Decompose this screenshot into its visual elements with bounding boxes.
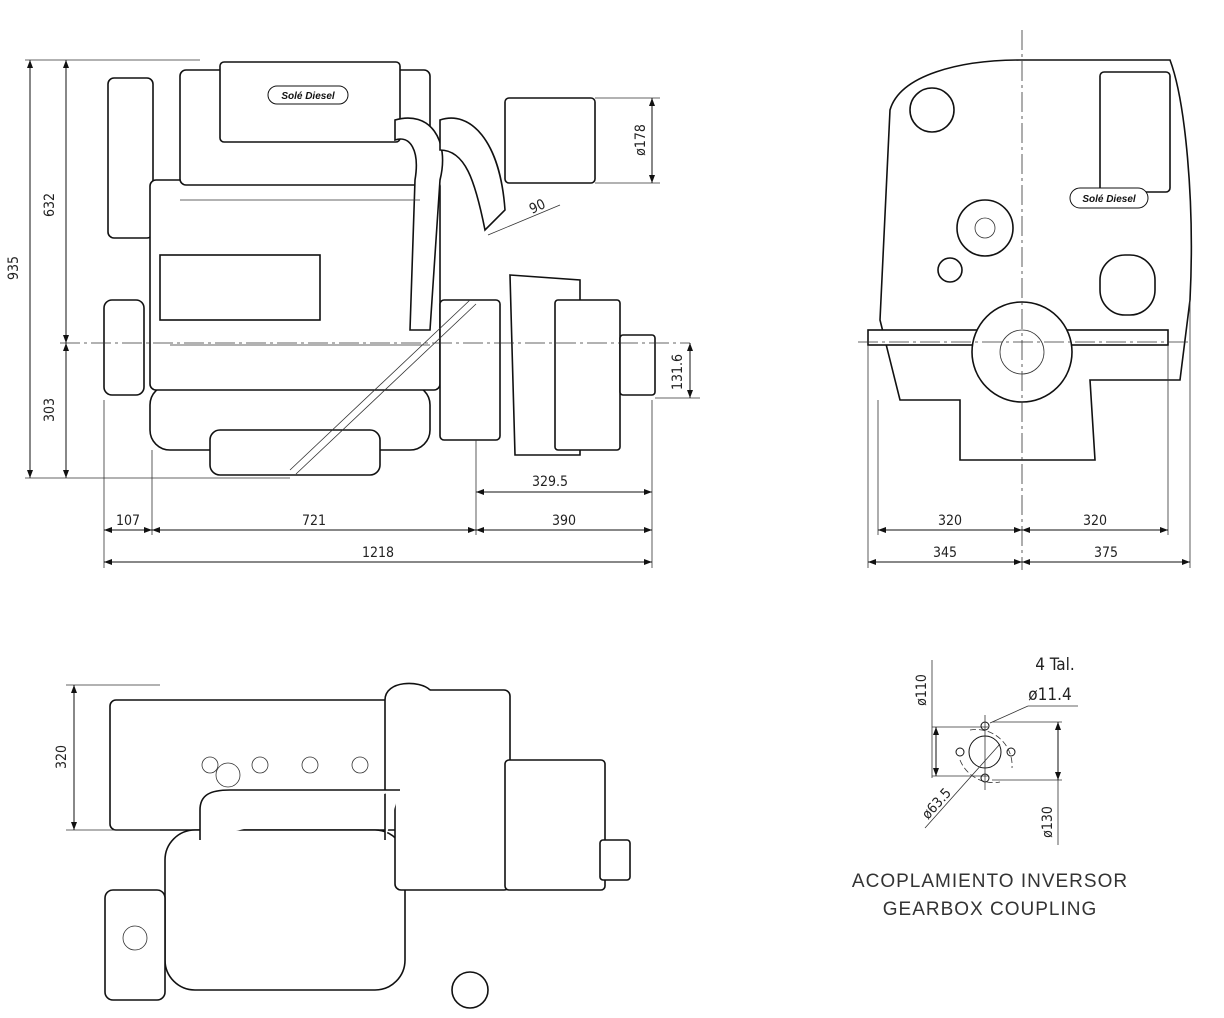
front-view: Solé Diesel 320 320 345 375 — [858, 30, 1193, 570]
front-view-logo: Solé Diesel — [1082, 194, 1136, 205]
dim-935: 935 — [6, 256, 22, 280]
dim-coupling-63-5: ø63.5 — [919, 785, 955, 822]
top-view: 320 — [54, 682, 631, 1009]
dim-345: 345 — [933, 545, 957, 561]
dim-632: 632 — [42, 193, 58, 217]
side-view-engine-outline: Solé Diesel — [103, 61, 656, 476]
side-view: Solé Diesel 935 632 303 ø178 90 131.6 32… — [6, 59, 700, 568]
dim-coupling-130: ø130 — [1040, 806, 1056, 838]
dim-303: 303 — [42, 398, 58, 422]
dim-320-left: 320 — [938, 513, 962, 529]
coupling-hole-count: 4 Tal. — [1035, 655, 1075, 675]
dim-107: 107 — [116, 513, 140, 529]
dim-filter-diameter: ø178 — [633, 124, 649, 156]
dim-angle: 90 — [527, 196, 548, 217]
dim-390: 390 — [552, 513, 576, 529]
dim-coupling-110: ø110 — [914, 674, 930, 706]
dim-1218: 1218 — [362, 545, 394, 561]
gearbox-coupling-detail: ø110 4 Tal. ø11.4 ø63.5 ø130 ACOPLAMIENT… — [852, 655, 1128, 920]
dim-329-5: 329.5 — [532, 474, 568, 490]
dim-320-right: 320 — [1083, 513, 1107, 529]
dim-320-top: 320 — [54, 745, 70, 769]
dim-131-6: 131.6 — [670, 354, 686, 390]
front-view-engine-outline: Solé Diesel — [867, 59, 1193, 461]
coupling-title-spanish: ACOPLAMIENTO INVERSOR — [852, 871, 1128, 892]
side-view-logo: Solé Diesel — [281, 91, 335, 102]
dim-375: 375 — [1094, 545, 1118, 561]
coupling-title-english: GEARBOX COUPLING — [883, 899, 1098, 920]
top-view-engine-outline — [104, 682, 631, 1009]
coupling-hole-diameter: ø11.4 — [1028, 685, 1071, 705]
dim-721: 721 — [302, 513, 326, 529]
